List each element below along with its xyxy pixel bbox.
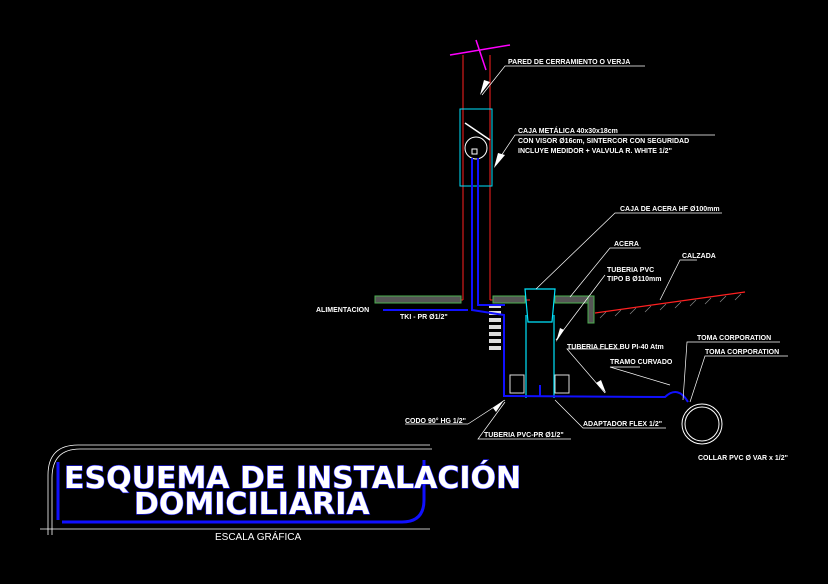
label-pvc-pipe-2: TIPO B Ø110mm <box>607 276 661 283</box>
label-meter-box-1: CAJA METÁLICA 40x30x18cm <box>518 126 618 135</box>
title-frame <box>40 444 432 535</box>
title-line-1: ESQUEMA DE INSTALACIÓN <box>64 459 521 496</box>
label-meter-box-3: INCLUYE MEDIDOR + VALVULA R. WHITE 1/2" <box>518 148 672 155</box>
label-flex-pipe: TUBERIA FLEX BU PI-40 Atm <box>567 344 664 351</box>
soil-strips <box>374 295 595 324</box>
label-wall: PARED DE CERRAMIENTO O VERJA <box>508 59 630 66</box>
boundary-wall <box>375 55 530 301</box>
arrowheads <box>480 80 606 412</box>
label-tap-1: TOMA CORPORATION <box>697 335 771 342</box>
label-meter-box-2: CON VISOR Ø16cm, SINTERCOR CON SEGURIDAD <box>518 138 689 145</box>
label-pvc-pr: TUBERIA PVC-PR Ø1/2" <box>484 432 564 439</box>
label-pvc-pipe-1: TUBERIA PVC <box>607 267 654 274</box>
leader-lines <box>405 65 788 440</box>
bricks <box>489 304 570 394</box>
label-sidewalk: ACERA <box>614 241 639 248</box>
label-adapter: ADAPTADOR FLEX 1/2" <box>583 421 662 428</box>
label-supply: ALIMENTACION <box>316 307 369 314</box>
wall-break-marker <box>449 39 511 71</box>
label-elbow: CODO 90° HG 1/2" <box>405 417 466 425</box>
label-tap-2: TOMA CORPORATION <box>705 349 779 356</box>
graphic-scale-label: ESCALA GRÁFICA <box>215 530 301 543</box>
sidewalk-box <box>524 288 556 398</box>
label-sidewalk-box: CAJA DE ACERA HF Ø100mm <box>620 206 720 213</box>
label-road: CALZADA <box>682 253 716 260</box>
meter-box <box>459 108 493 187</box>
collar <box>681 403 723 445</box>
label-collar: COLLAR PVC Ø VAR x 1/2" <box>698 455 788 462</box>
road-hatch <box>599 293 742 319</box>
road-slope <box>594 291 746 314</box>
title-line-2: DOMICILIARIA <box>134 487 370 522</box>
label-curved: TRAMO CURVADO <box>610 359 673 366</box>
label-tki: TKI - PR Ø1/2" <box>400 314 448 321</box>
water-pipe <box>383 158 689 403</box>
